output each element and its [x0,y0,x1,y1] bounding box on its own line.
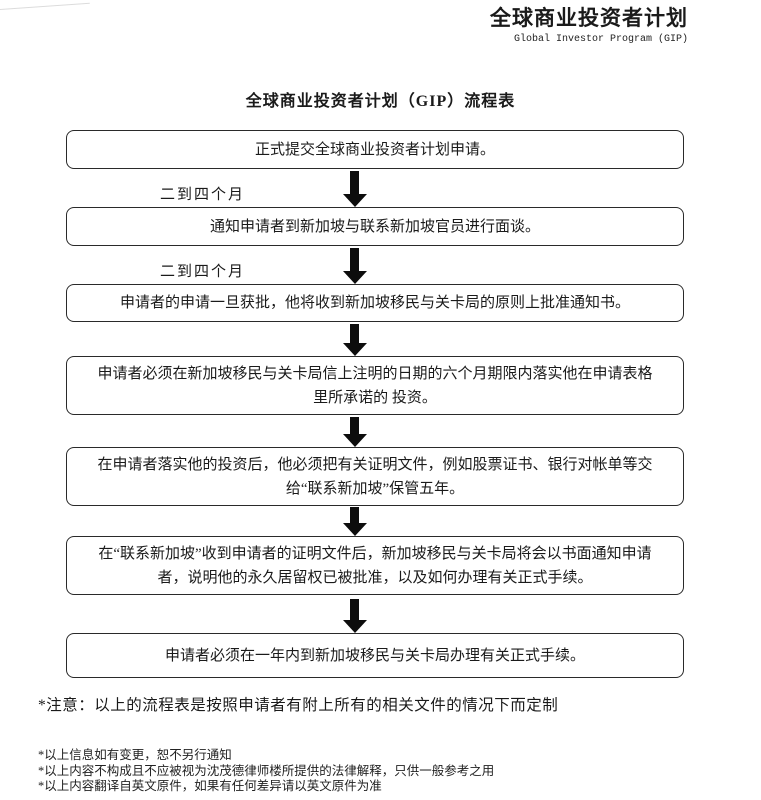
document-subtitle: Global Investor Program (GIP) [513,34,688,45]
footnote-line: *以上内容翻译自英文原件，如果有任何差异请以英文原件为准 [38,779,382,793]
arrow-head [342,620,367,633]
arrow-head [342,523,367,536]
note-text: *注意：以上的流程表是按照申请者有附上所有的相关文件的情况下而定制 [38,697,559,714]
flowchart-title: 全球商业投资者计划（GIP）流程表 [245,93,516,110]
arrow-shaft [350,324,359,343]
flow-step-3-box: 申请者的申请一旦获批，他将收到新加坡移民与关卡局的原则上批准通知书。 [66,284,684,322]
flow-step-6-box: 在“联系新加坡”收到申请者的证明文件后，新加坡移民与关卡局将会以书面通知申请者，… [66,536,684,595]
arrow-head [342,194,367,207]
document-title: 全球商业投资者计划 [490,6,688,30]
arrow-shaft [350,507,359,523]
footnotes: *以上信息如有变更，恕不另行通知 *以上内容不构成且不应被视为沈茂德律师楼所提供… [38,748,494,795]
arrow-shaft [350,171,359,194]
flow-step-2-box: 通知申请者到新加坡与联系新加坡官员进行面谈。 [66,207,684,246]
footnote-line: *以上信息如有变更，恕不另行通知 [38,748,232,762]
down-arrow-icon [342,507,367,536]
duration-label-1: 二到四个月 [160,187,246,203]
down-arrow-icon [342,171,367,207]
duration-label-2: 二到四个月 [160,264,246,280]
flow-step-1-box: 正式提交全球商业投资者计划申请。 [66,130,684,169]
flow-step-7-box: 申请者必须在一年内到新加坡移民与关卡局办理有关正式手续。 [66,633,684,678]
arrow-head [342,271,367,284]
document-header: 全球商业投资者计划 Global Investor Program (GIP) [490,5,688,45]
arrow-shaft [350,248,359,271]
arrow-head [342,343,367,356]
down-arrow-icon [342,599,367,633]
flow-step-5-box: 在申请者落实他的投资后，他必须把有关证明文件，例如股票证书、银行对帐单等交给“联… [66,447,684,506]
arrow-shaft [350,417,359,434]
down-arrow-icon [342,324,367,356]
scan-artifact-line [0,2,90,10]
arrow-shaft [350,599,359,620]
down-arrow-icon [342,248,367,284]
down-arrow-icon [342,417,367,447]
footnote-line: *以上内容不构成且不应被视为沈茂德律师楼所提供的法律解释，只供一般参考之用 [38,763,495,778]
flow-step-4-box: 申请者必须在新加坡移民与关卡局信上注明的日期的六个月期限内落实他在申请表格里所承… [66,356,684,415]
arrow-head [342,434,367,447]
